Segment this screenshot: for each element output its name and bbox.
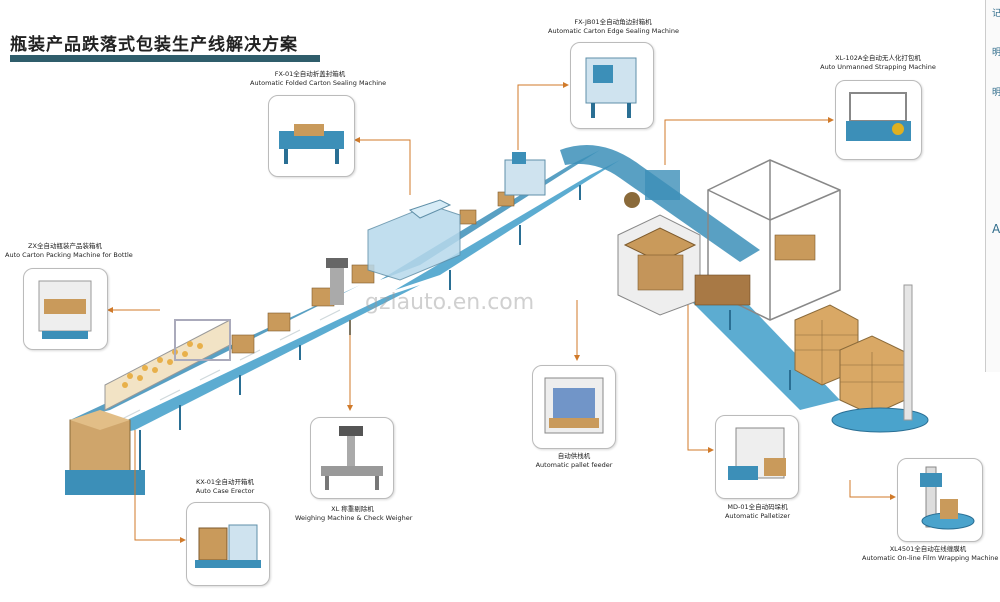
case-erector-unit — [65, 410, 145, 495]
packing-label: ZX全自动瓶装产品装箱机 Auto Carton Packing Machine… — [5, 242, 133, 259]
edge-sealer-label: FX-JB01全自动角边封箱机 Automatic Carton Edge Se… — [548, 18, 679, 35]
side-glyph-1: 记 — [992, 9, 1000, 19]
strapping-card — [835, 80, 922, 160]
folded-sealer-card — [268, 95, 355, 177]
film-wrapper-label: XL4501全自动在线缠膜机 Automatic On-line Film Wr… — [862, 545, 999, 562]
title-underline — [10, 55, 320, 62]
weigher-unit — [326, 258, 348, 305]
folded-sealer-enclosure — [367, 199, 461, 281]
pallet-feeder-label: 自动供栈机 Automatic pallet feeder — [535, 452, 613, 469]
weigher-card — [310, 417, 394, 499]
side-panel: 记 明 明 A — [985, 0, 1000, 372]
connector-arrows — [107, 82, 896, 543]
edge-sealer-unit — [504, 152, 546, 196]
weigher-label: XL 称重剔除机 Weighing Machine & Check Weighe… — [295, 505, 413, 522]
packing-machine-unit — [104, 319, 231, 411]
stacked-pallets — [794, 304, 906, 416]
cartons-on-line — [231, 191, 515, 354]
strapping-unit — [624, 170, 680, 208]
page-title: 瓶装产品跌落式包装生产线解决方案 — [10, 35, 298, 55]
folded-sealer-label: FX-01全自动折盖封箱机 Automatic Folded Carton Se… — [250, 70, 387, 87]
side-glyph-4: A — [992, 222, 1000, 236]
palletizer-unit — [694, 159, 841, 321]
edge-sealer-card — [570, 42, 654, 129]
packing-card — [23, 268, 108, 350]
film-wrapper-unit — [831, 284, 929, 433]
watermark: gzlauto.en.com — [365, 290, 535, 315]
palletizer-label: MD-01全自动码垛机 Automatic Palletizer — [724, 503, 791, 520]
film-wrapper-card — [897, 458, 983, 542]
pallet-feeder-card — [532, 365, 616, 449]
erector-label: KX-01全自动开箱机 Auto Case Erector — [195, 478, 255, 495]
strapping-label: XL-102A全自动无人化打包机 Auto Unmanned Strapping… — [820, 54, 936, 71]
pallet-feeder-unit — [617, 214, 701, 316]
side-glyph-3: 明 — [992, 88, 1000, 98]
palletizer-card — [715, 415, 799, 499]
erector-card — [186, 502, 270, 586]
side-glyph-2: 明 — [992, 48, 1000, 58]
